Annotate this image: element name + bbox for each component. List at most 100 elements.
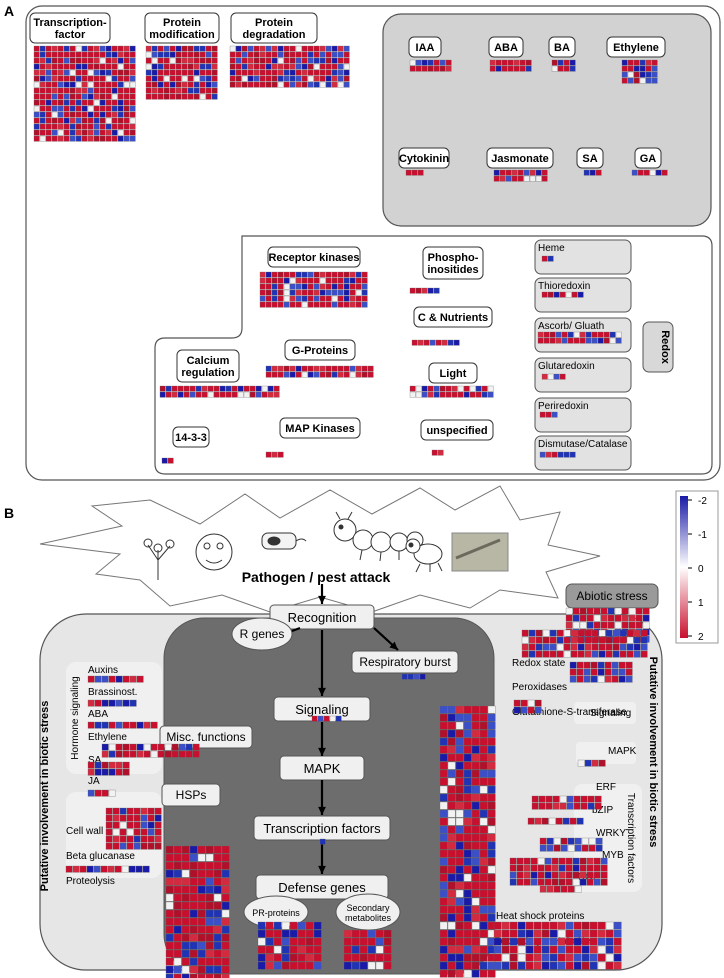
- label-signaling-8-box: [420, 419, 494, 441]
- redox-item-box-5: [534, 435, 632, 471]
- heatmap-transcription-factor-cell: [117, 87, 124, 94]
- heatmap-transcription-factor-cell: [105, 57, 112, 64]
- heatmap-transcription-factor-cell: [57, 105, 64, 112]
- heatmap-ethylene-b-cell: [115, 743, 123, 751]
- heatmap-aba-cell: [519, 65, 526, 72]
- heatmap-protein-degradation-cell: [229, 81, 236, 88]
- heatmap-protein-degradation-cell: [289, 81, 296, 88]
- heatmap-g-proteins-cell: [277, 371, 284, 378]
- heatmap-light-cell: [445, 391, 452, 398]
- heatmap-protein-modification-cell: [169, 69, 176, 76]
- heatmap-core-right-cell: [471, 937, 480, 946]
- heatmap-g-proteins-cell: [301, 371, 308, 378]
- heatmap-secondary-core-cell: [343, 953, 352, 962]
- heatmap-receptor-kinases-cell: [307, 277, 314, 284]
- heatmap-protein-degradation-cell: [277, 63, 284, 70]
- heatmap-transcription-factor-cell: [111, 63, 118, 70]
- heatmap-peroxidases-cell: [604, 661, 612, 669]
- heatmap-protein-modification-cell: [187, 75, 194, 82]
- heatmap-core-right-cell: [447, 817, 456, 826]
- heatmap-myb-cell: [600, 857, 608, 865]
- heatmap-jasmonate-cell: [535, 169, 542, 176]
- heatmap-c-nutrients-cell: [429, 339, 436, 346]
- label-signaling-2-box: [413, 306, 493, 328]
- heatmap-transcription-factor-cell: [69, 75, 76, 82]
- heatmap-receptor-kinases-cell: [361, 277, 368, 284]
- heatmap-abiotic-cell: [628, 607, 636, 615]
- heatmap-transcription-factor-cell: [33, 99, 40, 106]
- heatmap-cell-wall-cell: [140, 842, 148, 850]
- heatmap-redox-state-cell: [528, 643, 536, 651]
- heatmap-hsp-secondary-cell: [549, 961, 558, 970]
- heatmap-transcription-factor-cell: [117, 105, 124, 112]
- heatmap-transcription-factor-cell: [117, 57, 124, 64]
- heatmap-misc-large-cell: [181, 901, 190, 910]
- heatmap-protein-modification-cell: [163, 69, 170, 76]
- redox-item-4: Periredoxin: [538, 401, 589, 412]
- heatmap-redox-state-cell: [528, 636, 536, 644]
- heatmap-redox-state-cell: [598, 650, 606, 658]
- heatmap-protein-degradation-cell: [259, 57, 266, 64]
- heatmap-core-right-cell: [479, 729, 488, 738]
- heatmap-core-right-cell: [439, 793, 448, 802]
- heatmap-core-right-cell: [479, 857, 488, 866]
- heatmap-receptor-kinases-cell: [277, 295, 284, 302]
- heatmap-misc-large-cell: [165, 853, 174, 862]
- heatmap-transcription-factor-cell: [63, 69, 70, 76]
- heatmap-receptor-kinases-cell: [283, 289, 290, 296]
- heatmap-protein-degradation-cell: [289, 57, 296, 64]
- heatmap-protein-modification-cell: [187, 45, 194, 52]
- heatmap-transcription-factor-cell: [45, 45, 52, 52]
- heatmap-transcription-factor-cell: [87, 69, 94, 76]
- heatmap-secondary-core-cell: [351, 937, 360, 946]
- heatmap-core-right-cell: [487, 785, 496, 794]
- heatmap-protein-modification-cell: [211, 51, 218, 58]
- heatmap-transcription-factor-cell: [69, 69, 76, 76]
- heatmap-transcription-factor-cell: [57, 63, 64, 70]
- heatmap-redox-state-cell: [570, 629, 578, 637]
- label-signaling-3: G-Proteins: [292, 345, 348, 357]
- heatmap-hsp-secondary-cell: [581, 937, 590, 946]
- heatmap-misc-large-cell: [213, 965, 222, 974]
- label-signaling-5: Light: [440, 368, 467, 380]
- heatmap-misc-large-cell: [173, 949, 182, 958]
- heatmap-receptor-kinases-cell: [331, 277, 338, 284]
- heatmap-protein-modification-cell: [193, 45, 200, 52]
- heatmap-protein-degradation-cell: [301, 81, 308, 88]
- heatmap-core-right-cell: [455, 961, 464, 970]
- heatmap-wrky-cell: [567, 837, 575, 845]
- heatmap-redox-state-cell: [549, 650, 557, 658]
- heatmap-protein-degradation-cell: [241, 51, 248, 58]
- heatmap-core-right-cell: [447, 857, 456, 866]
- heatmap-core-right-cell: [439, 737, 448, 746]
- heatmap-map-kinases-cell: [271, 451, 278, 458]
- heatmap-ethylene-b-cell: [122, 743, 130, 751]
- heatmap-transcription-factor-cell: [123, 99, 130, 106]
- heatmap-c-nutrients-cell: [447, 339, 454, 346]
- heatmap-core-right-cell: [447, 913, 456, 922]
- heatmap-transcription-factor-cell: [129, 135, 136, 142]
- label-signaling-5-box: [428, 362, 478, 384]
- heatmap-jasmonate-cell: [535, 175, 542, 182]
- heatmap-hsp-secondary-cell: [525, 953, 534, 962]
- heatmap-hsp-secondary-cell: [493, 929, 502, 938]
- heatmap-core-right-cell: [471, 961, 480, 970]
- heatmap-protein-modification-cell: [145, 69, 152, 76]
- heatmap-core-right-cell: [479, 881, 488, 890]
- heatmap-protein-modification-cell: [211, 57, 218, 64]
- label-hormone-5: Jasmonate: [491, 153, 548, 165]
- heatmap-protein-degradation-cell: [337, 81, 344, 88]
- heatmap-core-right-cell: [455, 793, 464, 802]
- heatmap-hsp-secondary-cell: [565, 929, 574, 938]
- redox-item-5: Dismutase/Catalase: [538, 439, 628, 450]
- label-hormone-4: Cytokinin: [399, 153, 449, 165]
- heatmap-ascorb-cell: [615, 331, 622, 338]
- heatmap-core-right-cell: [471, 929, 480, 938]
- heatmap-misc-large-cell: [165, 869, 174, 878]
- heatmap-transcription-factor-cell: [117, 51, 124, 58]
- heatmap-protein-degradation-cell: [283, 57, 290, 64]
- heatmap-myb-cell: [516, 864, 524, 872]
- heatmap-ethylene-cell: [621, 71, 628, 78]
- heatmap-cell-wall-cell: [140, 821, 148, 829]
- heatmap-hsp-secondary-cell: [533, 937, 542, 946]
